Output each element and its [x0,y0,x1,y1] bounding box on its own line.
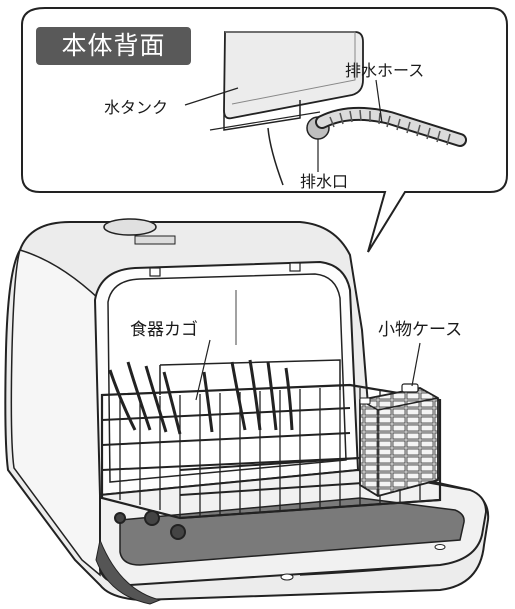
accessory-case-label: 小物ケース [378,320,463,340]
accessory-case [359,383,439,497]
rear-view-title: 本体背面 [36,27,191,65]
drain-hose-label: 排水ホース [345,61,425,80]
water-tank-shape [223,31,364,120]
rear-view-callout [21,7,508,253]
water-tank-label: 水タンク [104,98,169,117]
dish-basket-label: 食器カゴ [130,320,198,340]
drain-port-label: 排水口 [300,172,349,191]
